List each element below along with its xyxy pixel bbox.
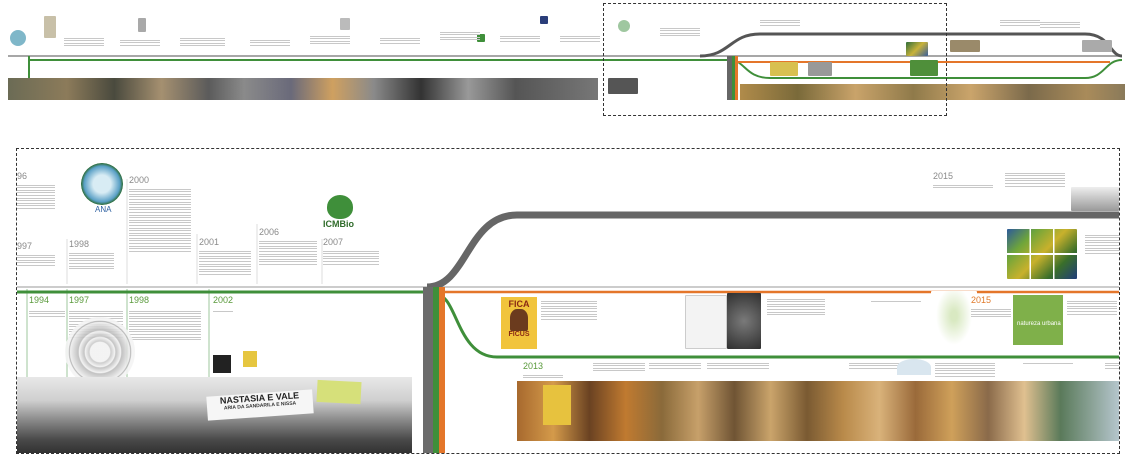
overview-text [560, 34, 600, 43]
year-1994: 1994 [29, 295, 50, 305]
overview-text [180, 36, 225, 48]
year-2001: 2001 [199, 237, 220, 247]
overview-thumb [138, 18, 146, 32]
overview-thumb [770, 62, 798, 76]
overview-thumb [906, 42, 928, 56]
entry-text [29, 309, 65, 318]
entry-text [1105, 361, 1119, 370]
year-2002: 2002 [213, 295, 234, 305]
entry-text [871, 299, 921, 303]
vertical-bar-green [433, 287, 439, 453]
lower-fica-poster [543, 385, 571, 425]
overview-text [1000, 18, 1040, 27]
overview-text [440, 30, 480, 42]
year-2000: 2000 [129, 175, 150, 185]
map-grid [1007, 229, 1077, 279]
overview-thumb [950, 40, 980, 52]
lower-photo-strip [517, 381, 1119, 441]
entry-text [1023, 361, 1073, 365]
overview-lines [8, 32, 1123, 100]
overview-text [310, 34, 350, 46]
entry-text [1085, 233, 1119, 255]
document-thumb [685, 295, 727, 349]
overview-strip [0, 0, 1130, 125]
protest-sign-green [316, 379, 362, 405]
natureza-label: natureza urbana [1017, 321, 1061, 327]
entry-text [69, 251, 114, 271]
entry-text [129, 187, 191, 253]
ficus-label: FICUS [508, 331, 530, 338]
overview-thumb [1082, 40, 1112, 52]
overview-thumb [910, 60, 938, 76]
entry-text [541, 299, 597, 321]
overview-photo-strip-right [740, 84, 1125, 100]
year-1997: 1997 [69, 295, 90, 305]
overview-text [250, 38, 290, 47]
fica-label: FICA [508, 299, 530, 309]
ana-label: ANA [95, 205, 112, 214]
protest-sign-fica [243, 351, 257, 367]
entry-text [129, 309, 201, 342]
detail-frame: Estado Capital 96 997 1998 ANA 2000 2001… [16, 148, 1120, 454]
overview-photo-strip [8, 78, 598, 100]
map-thumb [727, 293, 761, 349]
overview-text [64, 36, 104, 48]
sketch-image [1071, 187, 1119, 211]
un-logo [65, 317, 135, 387]
entry-text [767, 297, 825, 317]
overview-logo [10, 30, 26, 46]
ana-logo [81, 163, 123, 205]
overview-thumb [808, 62, 832, 76]
overview-text [120, 38, 160, 47]
entry-text [17, 183, 55, 211]
entry-text [1067, 299, 1117, 316]
overview-thumb [44, 16, 56, 38]
overview-text [660, 26, 700, 38]
overview-text [1040, 20, 1080, 29]
umbrella-photo [897, 359, 931, 375]
year-997: 997 [17, 241, 33, 251]
year-1998-green: 1998 [129, 295, 150, 305]
entry-text [707, 361, 769, 370]
fica-tree [510, 309, 528, 331]
year-2007: 2007 [323, 237, 344, 247]
entry-text [17, 253, 55, 268]
entry-text [323, 249, 379, 266]
overview-text [380, 36, 420, 45]
year-1998-top: 1998 [69, 239, 90, 249]
overview-thumb [477, 34, 485, 42]
year-2015-orange: 2015 [971, 295, 992, 305]
entry-text [1005, 171, 1065, 188]
entry-text [593, 361, 645, 373]
icmbio-label: ICMBio [323, 219, 354, 229]
year-2006: 2006 [259, 227, 280, 237]
natureza-urbana-poster: natureza urbana [1013, 295, 1063, 345]
vertical-bar-orange [439, 287, 445, 453]
year-96: 96 [17, 171, 28, 181]
entry-text [213, 309, 233, 313]
entry-text [523, 373, 563, 380]
entry-text [849, 361, 899, 370]
overview-thumb [608, 78, 638, 94]
overview-thumb [618, 20, 630, 32]
vertical-label-1: Estado Capital [418, 329, 422, 349]
year-2013: 2013 [523, 361, 544, 371]
vertical-bar-grey [423, 287, 433, 453]
overview-text [500, 34, 540, 43]
overview-thumb [340, 18, 350, 30]
icmbio-logo-leaf [327, 195, 353, 219]
entry-text [199, 249, 251, 277]
year-2015-top: 2015 [933, 171, 954, 181]
entry-text [971, 307, 1011, 319]
entry-text [259, 239, 317, 267]
fica-ficus-poster: FICA FICUS [501, 297, 537, 349]
plant-drawing [931, 291, 977, 353]
protest-sign-black [213, 355, 231, 373]
overview-selection-frame[interactable] [603, 3, 947, 116]
entry-text [933, 183, 993, 190]
overview-text [760, 18, 800, 27]
entry-text [935, 361, 995, 378]
entry-text [649, 361, 701, 370]
overview-thumb [540, 16, 548, 24]
